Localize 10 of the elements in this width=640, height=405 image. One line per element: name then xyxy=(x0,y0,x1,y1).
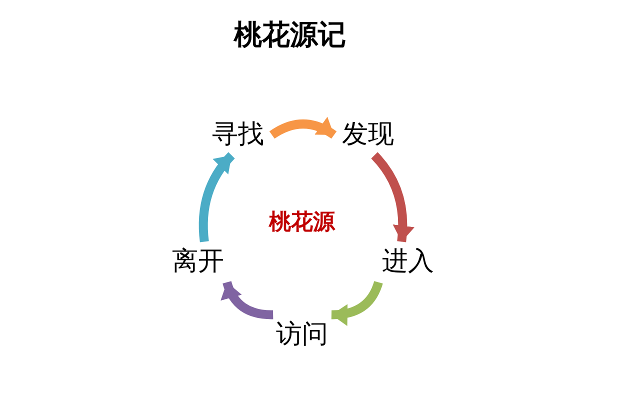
step-label: 离开 xyxy=(164,242,232,282)
step-label: 进入 xyxy=(374,242,442,282)
step-label: 发现 xyxy=(334,114,402,156)
curved-arrow xyxy=(198,152,235,242)
curved-arrow xyxy=(270,117,336,139)
step-label: 访问 xyxy=(268,314,336,356)
curved-arrow xyxy=(371,152,414,242)
step-label: 寻找 xyxy=(204,114,272,156)
title: 桃花源记 xyxy=(234,17,346,53)
center-label: 桃花源 xyxy=(269,209,335,237)
